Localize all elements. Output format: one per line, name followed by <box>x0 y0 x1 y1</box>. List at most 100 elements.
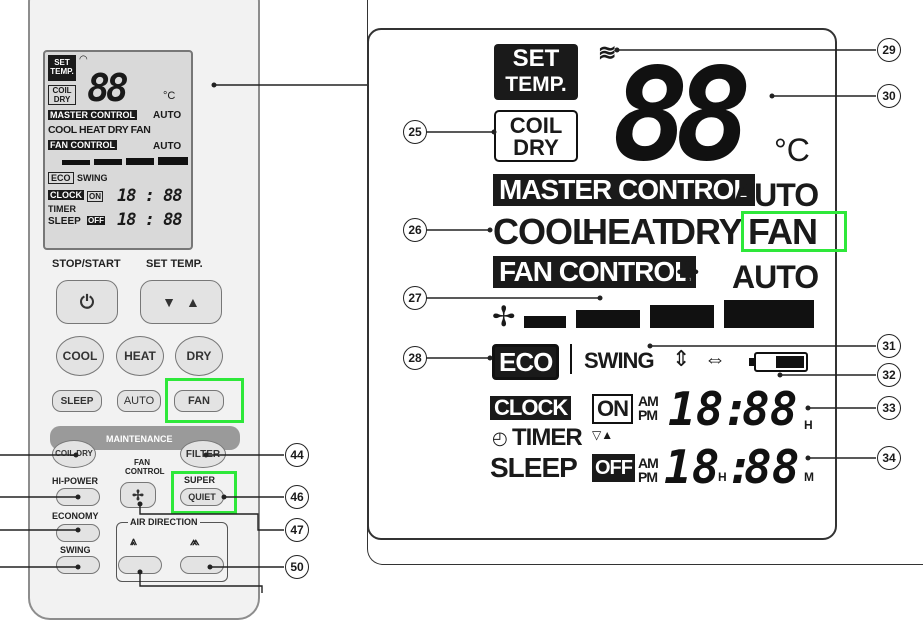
master-control-indicator: MASTER CONTROL <box>493 174 756 206</box>
dry-button[interactable]: DRY <box>175 336 223 376</box>
wifi-icon: ≋ <box>598 40 617 65</box>
callout-50: 50 <box>285 555 309 579</box>
horizontal-airflow-icon: ⩕ <box>190 534 200 548</box>
remote-sleep: SLEEP <box>48 216 81 227</box>
swing-label: SWING <box>60 545 91 555</box>
fan-speed-bar-4 <box>724 300 814 328</box>
time2-colon: : <box>726 440 754 494</box>
time1-am: AM <box>638 393 659 409</box>
super-quiet-highlight <box>171 471 237 514</box>
temp-down-icon[interactable]: ▼ <box>162 294 176 310</box>
temp-up-icon[interactable]: ▲ <box>186 294 200 310</box>
economy-label: ECONOMY <box>52 511 99 521</box>
time1-h-label: H <box>804 418 813 432</box>
remote-lcd: SET TEMP. ◠ COIL DRY 88 °C MASTER CONTRO… <box>43 50 193 250</box>
callout-34: 34 <box>877 446 901 470</box>
leader-lines <box>0 47 876 593</box>
set-temp-buttons[interactable]: ▼▲ <box>140 280 222 324</box>
callout-25: 25 <box>403 120 427 144</box>
remote-fan-auto: AUTO <box>153 141 182 152</box>
economy-button[interactable] <box>56 524 100 542</box>
fan-speed-bar-1 <box>524 316 566 328</box>
temperature-digits: 88 <box>612 41 752 190</box>
time2-pm: PM <box>638 469 658 485</box>
fan-auto: AUTO <box>732 259 819 295</box>
callout-47: 47 <box>285 518 309 542</box>
hi-power-label: HI-POWER <box>52 476 98 486</box>
remote-set-temp-label: SET TEMP. <box>146 258 203 270</box>
auto-button[interactable]: AUTO <box>117 390 161 412</box>
stop-start-button[interactable]: ⏻ <box>56 280 118 324</box>
temperature-unit: °C <box>774 132 810 168</box>
remote-time1: 18 : 88 <box>117 186 183 206</box>
vertical-airflow-icon: ⩓ <box>130 534 137 548</box>
time2-hours: 18 <box>664 440 720 494</box>
filter-button[interactable]: FILTER <box>180 440 226 468</box>
heat-button[interactable]: HEAT <box>116 336 164 376</box>
fan-button[interactable]: FAN <box>174 390 224 412</box>
clock-indicator: CLOCK <box>490 396 572 420</box>
remote-modes: COOL HEAT DRY FAN <box>48 124 151 136</box>
timer-indicator: TIMER <box>512 424 583 451</box>
timer-arrow-icon: ▽▲ <box>592 428 614 442</box>
remote-fan-bars <box>48 157 188 165</box>
fan-speed-bar-2 <box>576 310 640 328</box>
horizontal-air-button[interactable] <box>180 556 224 574</box>
remote-on: ON <box>87 191 103 202</box>
time2-minutes: 88 <box>744 440 800 494</box>
callout-27: 27 <box>403 286 427 310</box>
remote-off: OFF <box>87 216 105 225</box>
remote-master-control: MASTER CONTROL <box>48 110 137 120</box>
remote-coil-dry: COIL DRY <box>48 85 76 105</box>
callout-31: 31 <box>877 334 901 358</box>
cool-button[interactable]: COOL <box>56 336 104 376</box>
timer-off-indicator: OFF <box>592 454 635 482</box>
time1-minutes: 88 <box>742 382 798 436</box>
coil-dry-indicator: COIL DRY <box>494 110 578 162</box>
remote-fan-control: FAN CONTROL <box>48 140 117 150</box>
callout-33: 33 <box>877 396 901 420</box>
timer-clock-icon: ◴ <box>492 428 508 448</box>
time1-pm: PM <box>638 407 658 423</box>
sleep-indicator: SLEEP <box>490 452 578 483</box>
super-label: SUPER <box>184 475 216 485</box>
fan-control-label: FAN CONTROL <box>125 458 165 476</box>
fan-speed-icon: ✢ <box>492 301 516 332</box>
time2-h-label: H <box>718 470 727 484</box>
fan-icon: ✢ <box>132 486 144 503</box>
remote-stop-start-label: STOP/START <box>52 258 121 270</box>
remote-swing: SWING <box>77 173 108 183</box>
eco-divider <box>570 344 572 374</box>
mode-dry: DRY <box>670 211 743 252</box>
fan-button-highlight <box>165 378 244 423</box>
remote-timer: TIMER <box>48 204 76 214</box>
remote-temp-digits: 88 <box>87 66 129 110</box>
callout-30: 30 <box>877 84 901 108</box>
mode-cool: COOL <box>493 211 594 252</box>
sleep-button[interactable]: SLEEP <box>52 390 102 412</box>
time2-m-label: M <box>804 470 814 484</box>
coil-label: COIL <box>509 113 563 138</box>
time1-colon: : <box>722 382 750 436</box>
callout-29: 29 <box>877 38 901 62</box>
fan-control-button[interactable]: ✢ <box>120 482 156 508</box>
dry-label: DRY <box>513 135 559 160</box>
time2-am: AM <box>638 455 659 471</box>
timer-on-indicator: ON <box>592 394 633 424</box>
swing-indicator: SWING <box>584 348 655 373</box>
remote-eco: ECO <box>48 172 74 184</box>
mode-heat: HEAT <box>582 211 674 252</box>
fan-mode-highlight <box>741 211 847 252</box>
battery-icon <box>749 352 808 372</box>
remote-time2: 18 : 88 <box>117 210 183 230</box>
swing-horizontal-icon: ⇔ <box>704 346 726 371</box>
remote-clock: CLOCK <box>48 190 84 200</box>
callout-32: 32 <box>877 363 901 387</box>
eco-indicator: ECO <box>492 344 560 380</box>
fan-control-icon: ✢ <box>676 257 700 288</box>
maintenance-label: MAINTENANCE <box>106 434 173 444</box>
set-label: SET <box>512 45 560 72</box>
air-direction-label: AIR DIRECTION <box>128 517 200 527</box>
fan-speed-bar-3 <box>650 305 714 328</box>
callout-46: 46 <box>285 485 309 509</box>
